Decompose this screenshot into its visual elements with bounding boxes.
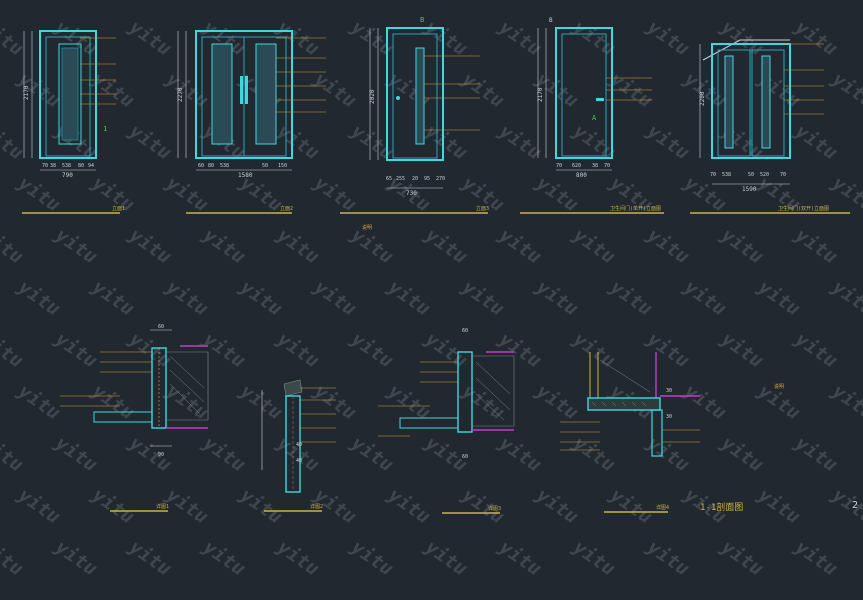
sub-dimension: 70	[780, 172, 786, 178]
door-handle-right	[245, 76, 248, 104]
height-dimension: 2200	[699, 91, 706, 106]
detail-title: 详图4	[656, 504, 669, 511]
elevation-2: 2270 1580 60 80 538 50 150 立面2	[177, 30, 326, 214]
green-marker: 1	[103, 125, 107, 133]
sub-dimension: 95	[424, 176, 430, 182]
elevation-title: 立面2	[280, 205, 293, 212]
sub-dimension: 70	[604, 163, 610, 169]
door-frame	[555, 27, 613, 159]
sub-dimension: 70	[42, 163, 48, 169]
detail-dimension: 60	[462, 328, 468, 334]
section-detail-2: 40 40 详图2	[261, 379, 336, 512]
door-handle-left	[240, 76, 243, 104]
sub-dimension: 20	[412, 176, 418, 182]
detail-dimension: 40	[296, 458, 302, 464]
height-dimension: 2170	[537, 87, 544, 102]
sub-dimension: 94	[88, 163, 94, 169]
pediment-outline	[702, 39, 790, 61]
glass-panel-right	[255, 43, 277, 145]
section-detail-1: 60 90 详图1	[60, 324, 209, 512]
glass-pattern	[61, 47, 79, 141]
section-detail-3: 60 60 详图3	[378, 328, 515, 514]
vision-strip	[415, 47, 425, 145]
sub-dimension: 80	[78, 163, 84, 169]
door-leaf-left	[717, 49, 751, 157]
frame-profile	[457, 351, 473, 433]
green-marker: B	[420, 16, 424, 24]
section-marker: B	[549, 17, 553, 24]
elevation-4: 2170 800 70 620 38 70 A B 卫生间门(单开)立面图	[520, 17, 664, 214]
wall-hatch	[166, 351, 209, 421]
detail-dimension: 30	[666, 414, 672, 420]
door-leaf	[561, 33, 607, 157]
sub-dimension: 538	[220, 163, 229, 169]
width-dimension: 1580	[238, 172, 253, 179]
sub-dimension: 620	[572, 163, 581, 169]
sub-dimension: 70	[556, 163, 562, 169]
width-dimension: 1590	[742, 186, 757, 193]
wall-hatch	[472, 355, 515, 427]
detail-title: 详图1	[156, 503, 169, 510]
sub-dimension: 70	[710, 172, 716, 178]
side-note: 说明	[774, 383, 784, 390]
green-marker: A	[592, 114, 597, 122]
elevation-5: 2200 1590 70 538 50 520 70 卫生间门(双开)立面图	[690, 39, 850, 214]
sub-dimension: 520	[760, 172, 769, 178]
moulding-profile	[283, 379, 303, 397]
glass-panel-left	[724, 55, 734, 149]
detail-title: 详图2	[310, 503, 323, 510]
height-dimension: 2270	[177, 87, 184, 102]
detail-dimension: 30	[666, 388, 672, 394]
width-dimension: 800	[576, 172, 587, 179]
door-frame	[386, 27, 444, 161]
elevation-title: 卫生间门(单开)立面图	[610, 205, 661, 212]
section-detail-4: 30 30 详图4	[560, 352, 700, 513]
door-leaf	[45, 36, 91, 157]
width-dimension: 730	[406, 190, 417, 197]
section-title: 1-1剖面图	[700, 501, 743, 513]
sub-dimension: 60	[198, 163, 204, 169]
elevation-3: 2020 730 65 255 20 95 270 B 立面3 说明	[340, 16, 489, 231]
door-frame	[711, 43, 791, 159]
detail-dimension: 60	[158, 324, 164, 330]
sub-dimension: 150	[278, 163, 287, 169]
elevation-title: 立面3	[476, 205, 489, 212]
sub-dimension: 538	[722, 172, 731, 178]
detail-dimension: 90	[158, 452, 164, 458]
door-leaf-right	[243, 36, 287, 157]
detail-dimension: 60	[462, 454, 468, 460]
sub-dimension: 80	[208, 163, 214, 169]
sub-dimension: 255	[396, 176, 405, 182]
width-dimension: 790	[62, 172, 73, 179]
sub-dimension: 38	[592, 163, 598, 169]
glass-panel-right	[761, 55, 771, 149]
sub-dimension: 38	[50, 163, 56, 169]
sub-dimension: 538	[62, 163, 71, 169]
sub-dimension: 65	[386, 176, 392, 182]
door-knob	[396, 96, 400, 100]
door-frame	[195, 30, 293, 159]
door-leaf	[392, 33, 438, 159]
glass-panel-left	[211, 43, 233, 145]
door-handle	[596, 98, 604, 101]
door-leaf-section	[399, 417, 459, 429]
sub-dimension: 50	[262, 163, 268, 169]
sub-dimension: 50	[748, 172, 754, 178]
elevation-title: 卫生间门(双开)立面图	[778, 205, 829, 212]
sub-dimension: 270	[436, 176, 445, 182]
frame-profile	[651, 409, 663, 457]
detail-dimension: 40	[296, 442, 302, 448]
door-frame	[39, 30, 97, 159]
elevation-title: 立面1	[112, 205, 125, 212]
door-leaf-section	[93, 411, 153, 423]
elevation-1: 2170 790 70 38 538 80 94 立面1 1	[22, 30, 125, 214]
height-dimension: 2170	[23, 85, 30, 100]
page-marker: 2	[852, 500, 858, 511]
door-leaf-right	[751, 49, 785, 157]
detail-title: 详图3	[488, 505, 501, 512]
height-dimension: 2020	[369, 89, 376, 104]
elevation-note: 说明	[362, 224, 372, 231]
